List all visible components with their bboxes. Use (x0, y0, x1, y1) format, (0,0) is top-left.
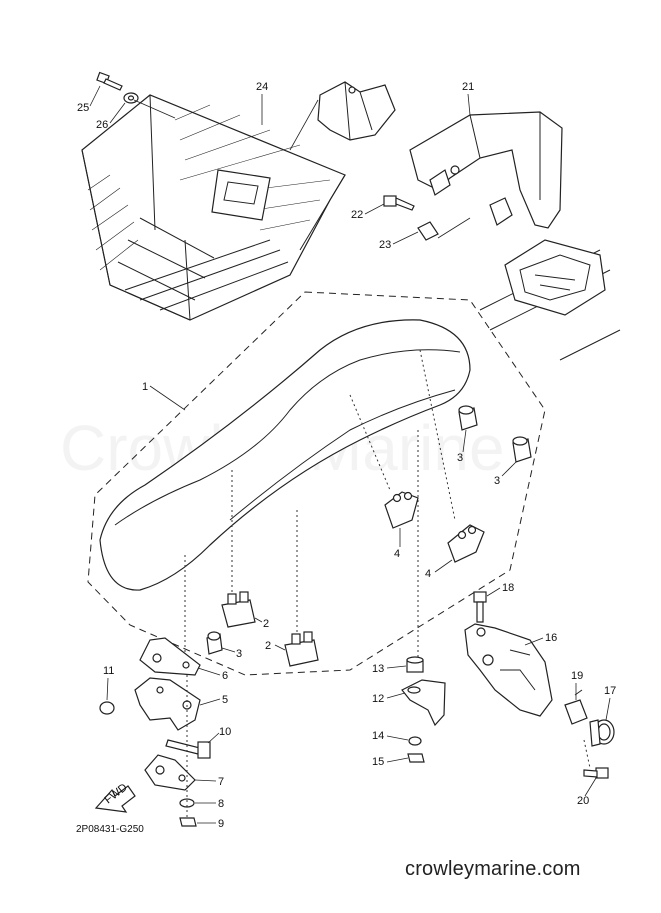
callout-6: 6 (222, 670, 228, 682)
callout-5: 5 (222, 694, 228, 706)
callout-16: 16 (545, 632, 557, 644)
damper-3a-part (458, 405, 478, 431)
lock-bracket-16-part (464, 623, 553, 717)
hinge-6-part (139, 637, 201, 676)
callout-4a: 4 (394, 548, 400, 560)
callout-22: 22 (351, 209, 363, 221)
bolt-25-part (96, 71, 123, 91)
callout-10: 10 (219, 726, 231, 738)
callout-23: 23 (379, 239, 391, 251)
hinge-7-part (144, 754, 196, 791)
bolt-22-part (383, 195, 415, 211)
damper-3c-part (206, 631, 223, 655)
washer-26-part (123, 92, 139, 104)
callout-3b: 3 (494, 475, 500, 487)
callout-20: 20 (577, 795, 589, 807)
damper-3b-part (512, 436, 532, 463)
callouts: 25 26 24 21 22 23 1 3 3 4 4 2 2 3 6 5 11… (77, 81, 616, 830)
damper-13-part (406, 656, 424, 673)
bolt-10-part (165, 739, 211, 759)
bracket-12-part (401, 679, 446, 727)
callout-11: 11 (103, 665, 114, 677)
callout-14: 14 (372, 730, 384, 742)
callout-15: 15 (372, 756, 384, 768)
callout-24: 24 (256, 81, 268, 93)
key-cylinder-17-part (589, 719, 615, 747)
hinge-5-part (134, 677, 201, 731)
diagram-code: 2P08431-G250 (76, 824, 144, 835)
callout-18: 18 (502, 582, 514, 594)
bolt-18-part (473, 591, 487, 623)
callout-2b: 2 (265, 640, 271, 652)
bolt-11-part (99, 701, 115, 715)
basket-part (81, 94, 346, 321)
bolt-20-part (583, 767, 609, 779)
callout-3a: 3 (457, 452, 463, 464)
stopper-4b-part (447, 524, 485, 563)
fwd-arrow: FWD (94, 781, 136, 813)
lock-cable-19-part (564, 689, 588, 725)
stopper-4a-part (384, 491, 419, 529)
seat-dashed-outline (87, 291, 546, 676)
callout-13: 13 (372, 663, 384, 675)
stopper-2b-part (284, 631, 319, 667)
callout-25: 25 (77, 102, 89, 114)
callout-9: 9 (218, 818, 224, 830)
callout-17: 17 (604, 685, 616, 697)
basket-bracket-part (317, 81, 396, 141)
callout-26: 26 (96, 119, 108, 131)
seat-part (99, 319, 471, 591)
callout-3c: 3 (236, 648, 242, 660)
callout-8: 8 (218, 798, 224, 810)
callout-19: 19 (571, 670, 583, 682)
nut-15-part (407, 753, 425, 763)
callout-12: 12 (372, 693, 384, 705)
callout-7: 7 (218, 776, 224, 788)
nut-9-part (179, 817, 197, 827)
callout-21: 21 (462, 81, 474, 93)
callout-2a: 2 (263, 618, 269, 630)
grab-bar-part (409, 111, 563, 229)
nut-23-part (417, 221, 439, 241)
website-label: crowleymarine.com (405, 858, 581, 880)
callout-1: 1 (142, 381, 148, 393)
rear-frame-part (479, 239, 621, 361)
callout-4b: 4 (425, 568, 431, 580)
stopper-2a-part (221, 591, 256, 628)
washer-14-part (408, 736, 422, 746)
